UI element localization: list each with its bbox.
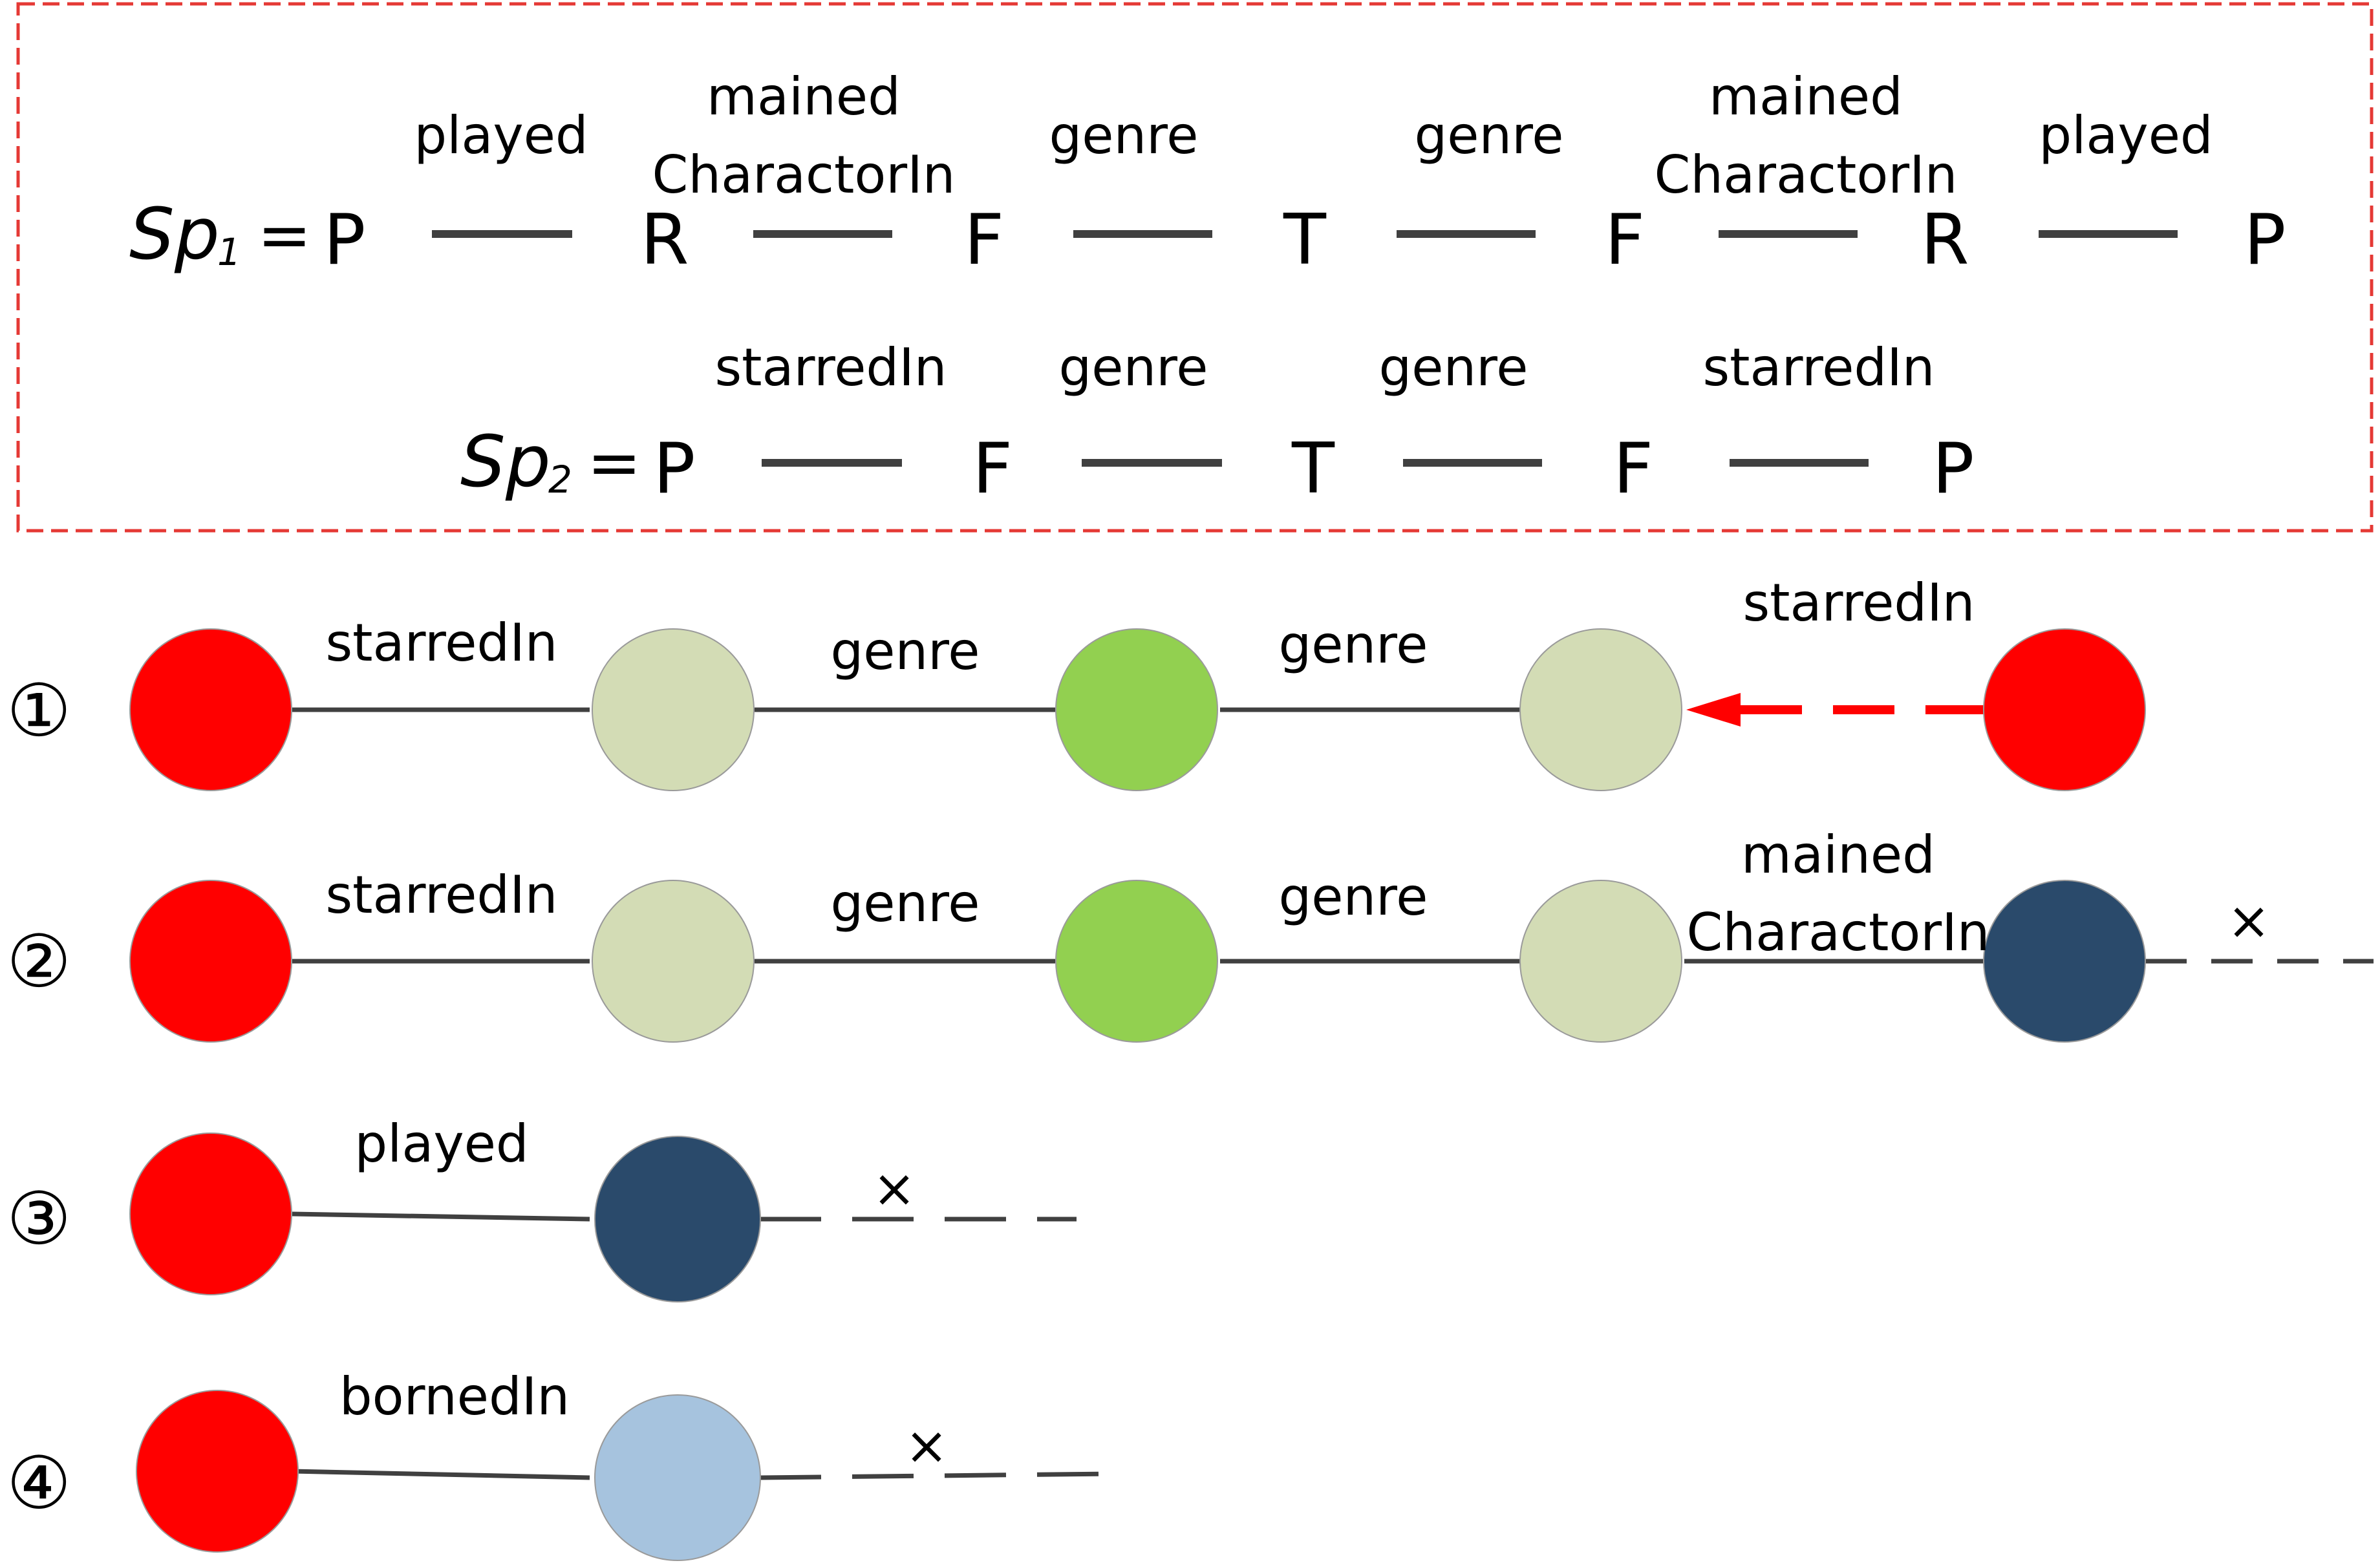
path-4-number: ④ [6,1441,71,1526]
path-3: ③ played × [6,1114,1077,1302]
sp1-edge-label: mained [1709,67,1903,127]
person-node [129,1132,292,1295]
genre-node [1055,628,1218,791]
person-node [1983,628,2146,791]
film-node [1519,880,1682,1043]
path-2: ② starredIn genre genre mained Charactor… [6,825,2374,1043]
sp2-edge-label: genre [1378,337,1528,398]
sp2-edge-label: genre [1058,337,1208,398]
path-2-edge-label: starredIn [326,865,558,925]
sp2-edge-label: starredIn [1703,337,1935,398]
schema-sp2: Sp 2 = P F T F P starredIn genre genre s… [460,337,1975,509]
sp1-node-person: P [323,200,365,281]
path-1: ① starredIn genre genre starredIn [6,573,2146,791]
path-4: ④ bornedIn × [6,1366,1113,1561]
path-2-number: ② [6,920,71,1004]
sp2-edge-label: starredIn [715,337,947,398]
sp2-name: Sp [460,420,551,503]
path-4-dead-end [759,1471,1113,1480]
sp1-name: Sp [129,193,220,275]
sp1-equals: = [257,197,312,273]
path-2-dead-end-mark: × [2227,891,2270,951]
sp1-node-film: F [1605,200,1645,281]
path-3-number: ③ [6,1177,71,1261]
sp2-node-film: F [972,429,1013,509]
path-3-dead-end-mark: × [872,1158,916,1218]
sp1-edge-label: mained [707,67,901,127]
person-node [129,628,292,791]
sp1-edge-label: played [2039,105,2213,165]
path-3-edge-label: played [354,1114,528,1174]
film-node [592,628,755,791]
sp1-index: 1 [217,230,241,274]
sp1-edge-label: CharactorIn [652,145,956,205]
path-4-dead-end-mark: × [905,1416,948,1476]
schema-sp1: Sp 1 = P R F T F R P played mained Chara… [129,67,2286,281]
sp1-edge-label: genre [1414,105,1563,165]
person-node [136,1390,299,1553]
sp1-node-genre: T [1283,200,1327,281]
sp1-edge-label: played [414,105,588,165]
film-node [592,880,755,1043]
path-1-edge-label: starredIn [326,613,558,673]
role-node [594,1136,761,1302]
path-1-number: ① [6,669,71,753]
sp2-node-person: P [653,429,695,509]
sp1-node-person: P [2244,200,2286,281]
sp2-equals: = [587,425,641,500]
sp2-index: 2 [548,458,572,502]
path-2-edge-label: genre [830,873,980,933]
sp1-edge-label: genre [1049,105,1198,165]
path-1-edge-label: genre [830,621,980,681]
path-4-edge-arrow [292,1469,590,1480]
path-2-edge-label: mained [1741,825,1935,885]
film-node [1519,628,1682,791]
sp2-node-genre: T [1291,429,1335,509]
sp1-node-role: R [1920,200,1969,281]
path-2-edge-label: CharactorIn [1687,902,1990,962]
place-node [594,1394,761,1561]
path-1-edge-label: genre [1278,615,1428,675]
genre-node [1055,880,1218,1043]
path-4-edge-label: bornedIn [339,1366,570,1427]
person-node [129,880,292,1043]
sp1-edge-label: CharactorIn [1655,145,1958,205]
path-3-edge-arrow [292,1211,590,1222]
path-1-candidate-arrowhead [1686,693,1741,727]
sp1-node-role: R [640,200,689,281]
sp2-node-person: P [1932,429,1974,509]
sp1-node-film: F [964,200,1004,281]
schema-frame [16,2,2374,533]
role-node [1983,880,2146,1043]
sp2-node-film: F [1613,429,1653,509]
path-2-edge-label: genre [1278,867,1428,927]
path-1-edge-label: starredIn [1743,573,1975,633]
